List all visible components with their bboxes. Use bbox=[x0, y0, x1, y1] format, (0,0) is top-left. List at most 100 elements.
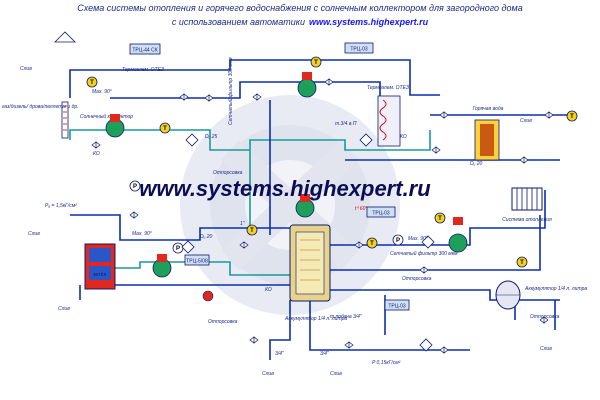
pipe-lower-supply bbox=[70, 214, 290, 241]
pipe-teal-upper bbox=[69, 129, 250, 151]
du25-label: Dᵤ 25 bbox=[205, 134, 218, 140]
ko-label-1: КО bbox=[93, 151, 100, 157]
controller-top-left: ТРЦ-44 СК bbox=[129, 43, 161, 55]
size-b-label: 1" bbox=[240, 221, 245, 227]
drain-label-1: Слив bbox=[20, 66, 32, 72]
gauge-pressure-icon: P bbox=[172, 242, 184, 254]
gauge-thermometer-icon: T bbox=[310, 56, 322, 68]
accumulator-right bbox=[495, 280, 521, 310]
drain-valve-label-2: Отпорсовка bbox=[208, 319, 238, 325]
drain-label-6: Слив bbox=[540, 346, 552, 352]
gauge-letter: T bbox=[163, 126, 167, 132]
gauge-pressure-icon: P bbox=[392, 234, 404, 246]
thermostat-top-label: Термоэлем. ОТЕЗ bbox=[122, 67, 164, 73]
controller-bottom: ТРЦ-03 bbox=[384, 299, 410, 311]
gauge-pressure-icon: P bbox=[129, 180, 141, 192]
pump-mid-lower bbox=[295, 194, 315, 218]
hot-water-label: Горячая вода bbox=[473, 106, 504, 112]
water-inlet-label: т.подача 3/4" bbox=[330, 314, 362, 320]
gauge-thermometer-icon: T bbox=[516, 256, 528, 268]
filters bbox=[181, 133, 435, 352]
subtitle-url: www.systems.highexpert.ru bbox=[309, 17, 429, 27]
controller-bottom-label: ТРЦ-03 bbox=[388, 304, 406, 310]
pump-right bbox=[448, 217, 468, 253]
thermostat-right-label: Термоэлем. ОТЕЗ bbox=[367, 85, 409, 91]
ko-label-3: КО bbox=[400, 134, 407, 140]
gauges: T P T T P T T P T T T bbox=[86, 56, 578, 268]
subtitle-prefix: с использованием автоматики bbox=[172, 17, 305, 27]
safety-valve bbox=[202, 290, 214, 302]
drain-label-4: Слив bbox=[262, 371, 274, 377]
pump-top-left bbox=[105, 114, 125, 138]
gauge-thermometer-icon: T bbox=[86, 76, 98, 88]
gauge-thermometer-icon: T bbox=[434, 212, 446, 224]
drain-label-3: Слив bbox=[58, 306, 70, 312]
controller-left-mid-label: ТРЦ-5/08 bbox=[186, 259, 208, 265]
gauge-letter: P bbox=[133, 184, 137, 190]
boiler: котёл bbox=[84, 243, 116, 290]
du20-label-2: Dᵤ 20 bbox=[470, 161, 483, 167]
solar-label: Солнечный коллектор bbox=[80, 113, 133, 120]
valves bbox=[91, 78, 554, 354]
gauge-letter: P bbox=[396, 238, 400, 244]
solar-collector-top bbox=[54, 31, 76, 139]
max90-a-label: Max. 90° bbox=[92, 89, 112, 95]
fuel-note-label: газ/дизель/ дрова/пеллеты и др. bbox=[2, 104, 79, 110]
controller-mid-right-label: ТРЦ-03 bbox=[372, 211, 390, 217]
gauge-letter: T bbox=[520, 260, 524, 266]
du20-label-1: Dᵤ 20 bbox=[200, 234, 213, 240]
text-labels: Слив Слив Слив Слив Слив Слив Слив Отпор… bbox=[2, 57, 560, 377]
pump-left-lower bbox=[152, 254, 172, 278]
boiler-label: котёл bbox=[94, 272, 107, 278]
drain-valve-label-4: Отпорсовка bbox=[530, 314, 560, 320]
gauge-letter: T bbox=[250, 228, 254, 234]
cold-supply-label: т.3/4 в.П bbox=[335, 121, 357, 127]
pipe-top-supply bbox=[69, 59, 440, 98]
controller-mid-right: ТРЦ-03 bbox=[366, 206, 396, 218]
size-a-label-1: 3/4" bbox=[275, 351, 284, 357]
controller-left-mid: ТРЦ-5/08 bbox=[184, 254, 210, 266]
gauge-letter: P bbox=[176, 246, 180, 252]
pipe-top-mid bbox=[110, 81, 330, 99]
temp-label: t⁰ 60° bbox=[355, 206, 367, 212]
heat-exchanger bbox=[377, 95, 401, 147]
controller-top-mid: ТРЦ-03 bbox=[344, 42, 374, 54]
gauge-letter: T bbox=[570, 114, 574, 120]
controller-top-left-label: ТРЦ-44 СК bbox=[132, 48, 157, 54]
filter-b-label: Сетчатый фильтр 300 мкм bbox=[390, 250, 458, 257]
filter-a-label: Сетчатый фильтр 300 мкм bbox=[227, 57, 234, 125]
pressure-label: Pₐ = 1,5кГ/см² bbox=[45, 203, 77, 209]
gauge-thermometer-icon: T bbox=[366, 237, 378, 249]
size-a-label-2: 3/4" bbox=[320, 351, 329, 357]
drain-label-2: Слив bbox=[28, 231, 40, 237]
gauge-thermometer-icon: T bbox=[566, 110, 578, 122]
watermark-url: www.systems.highexpert.ru bbox=[139, 176, 431, 201]
gauge-letter: T bbox=[438, 216, 442, 222]
radiator bbox=[511, 187, 543, 211]
gauge-letter: T bbox=[90, 80, 94, 86]
gauge-letter: T bbox=[370, 241, 374, 247]
max90-b-label: Max. 90° bbox=[132, 231, 152, 237]
heating-label: Система отопления bbox=[502, 217, 552, 223]
gauge-thermometer-icon: T bbox=[246, 224, 258, 236]
gauge-letter: T bbox=[314, 60, 318, 66]
drain-label-5: Слив bbox=[330, 371, 342, 377]
ko-label-2: КО bbox=[265, 287, 272, 293]
diagram-subtitle: с использованием автоматики www.systems.h… bbox=[172, 17, 429, 27]
drain-label-7: Слив bbox=[520, 118, 532, 124]
pipes bbox=[69, 59, 575, 360]
accumulator-right-label: Аккумулятор 1/4 л. литра bbox=[524, 286, 587, 292]
max90-c-label: Max. 90° bbox=[408, 236, 428, 242]
gauge-thermometer-icon: T bbox=[159, 122, 171, 134]
hot-water-tank bbox=[474, 119, 500, 161]
drain-valve-label-3: Отпорсовка bbox=[402, 276, 432, 282]
pressure-b-label: P 0,15кГ/см² bbox=[372, 360, 401, 366]
drain-valve-label-1: Отпорсовка bbox=[213, 170, 243, 176]
diagram-title: Схема системы отопления и горячего водос… bbox=[77, 3, 522, 13]
accumulator-center-label: Аккумулятор 1/4 л. литра bbox=[284, 316, 347, 322]
pump-top-mid bbox=[297, 72, 317, 98]
controller-top-mid-label: ТРЦ-03 bbox=[350, 47, 368, 53]
accumulator-center bbox=[289, 224, 331, 302]
